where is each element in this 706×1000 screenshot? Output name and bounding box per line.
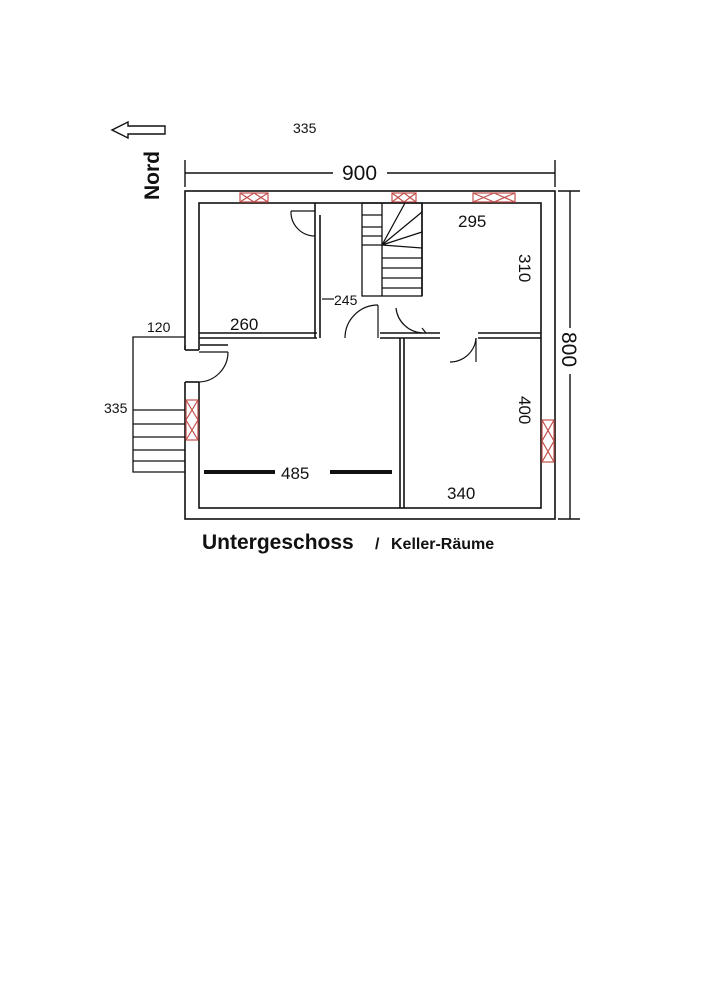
depth-dimension-line [558,190,580,520]
plan-title: Untergeschoss [202,531,354,554]
interior-stair [361,202,423,297]
door-room-ne [395,307,427,334]
exterior-walls [184,190,556,520]
door-room-nw [290,210,316,237]
room-se-depth: 400 [515,396,534,424]
window-north-3 [472,192,516,203]
door-hall [344,304,379,339]
window-north-1 [239,192,269,203]
dimension-overall-depth: 800 [557,332,580,367]
north-arrow-icon [110,120,166,140]
exterior-stair [132,336,186,473]
window-west [185,399,199,441]
plan-subtitle: Keller-Räume [391,536,494,553]
dimension-stair-landing: 120 [147,319,171,335]
door-entry [198,351,229,383]
hall-width: 245 [334,292,358,308]
door-room-se [449,337,477,363]
window-east [541,419,555,463]
room-ne-width: 295 [458,212,486,231]
room-sw-width: 485 [281,464,309,483]
north-label: Nord [141,151,164,200]
dimension-stair-run: 335 [104,400,128,416]
plan-title-separator: / [375,536,380,553]
dimension-top-small: 335 [293,120,317,136]
room-se-width: 340 [447,484,475,503]
room-ne-depth: 310 [515,254,534,282]
dimension-overall-width: 900 [342,162,377,185]
width-dimension-line [184,160,556,187]
room-nw-width: 260 [230,315,258,334]
window-north-2 [391,192,417,203]
interior-walls [199,203,541,508]
